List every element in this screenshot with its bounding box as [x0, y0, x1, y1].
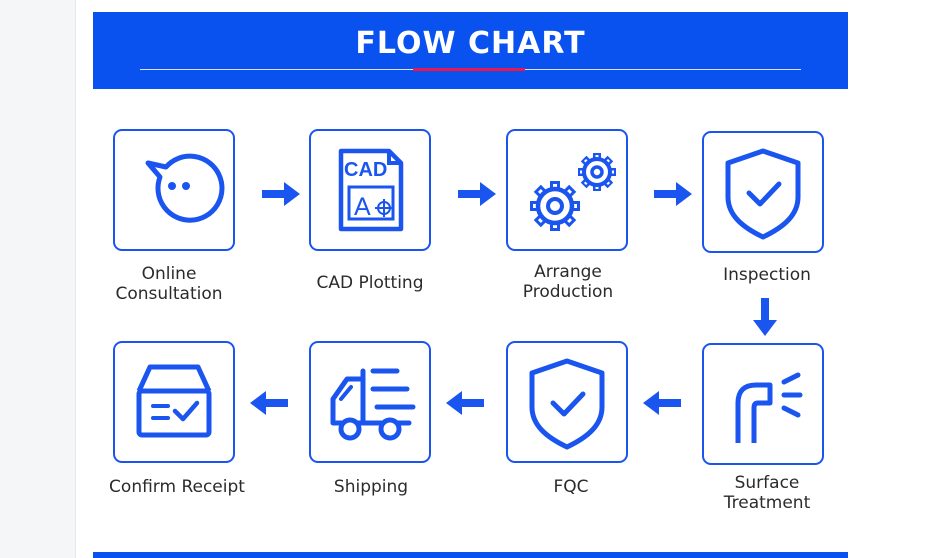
bottom-banner-edge	[93, 552, 848, 558]
delivery-truck-icon	[330, 368, 416, 441]
step-label-fqc: FQC	[553, 477, 589, 497]
step-arrange-production	[506, 129, 628, 251]
arrow-left-icon	[643, 391, 681, 415]
arrow-right-icon	[262, 182, 300, 206]
left-gutter	[0, 0, 76, 558]
chat-bubble-icon	[145, 153, 225, 223]
label-line-1: Online	[141, 264, 197, 284]
step-label-inspection: Inspection	[723, 265, 811, 285]
step-confirm-receipt	[113, 341, 235, 463]
arrow-right-icon	[654, 182, 692, 206]
step-label-confirm-receipt: Confirm Receipt	[109, 477, 245, 497]
receipt-box-icon	[136, 364, 212, 438]
shield-check-icon	[725, 148, 801, 240]
cad-file-icon: CAD A	[338, 148, 404, 232]
label-line-2: Treatment	[723, 493, 811, 513]
step-label-cad-plotting: CAD Plotting	[316, 273, 424, 293]
title-banner: FLOW CHART	[93, 12, 848, 89]
step-label-online-consultation: Online Consultation	[84, 264, 254, 304]
label-line-1: Arrange	[534, 262, 602, 282]
page-title: FLOW CHART	[355, 26, 586, 61]
label-line-2: Production	[522, 282, 614, 302]
label-line-1: Surface	[734, 473, 800, 493]
step-fqc	[506, 341, 628, 463]
spray-nozzle-icon	[735, 372, 803, 443]
step-shipping	[309, 341, 431, 463]
arrow-left-icon	[446, 391, 484, 415]
cad-icon-letter: A	[354, 193, 371, 221]
step-surface-treatment	[702, 343, 824, 465]
shield-check-icon	[529, 358, 605, 450]
title-accent-bar	[413, 68, 525, 71]
step-label-arrange-production: Arrange Production	[483, 262, 653, 302]
arrow-right-icon	[458, 182, 496, 206]
arrow-down-icon	[753, 298, 777, 336]
step-inspection	[702, 131, 824, 253]
step-online-consultation	[113, 129, 235, 251]
arrow-left-icon	[250, 391, 288, 415]
label-line-2: Consultation	[115, 284, 223, 304]
step-label-shipping: Shipping	[333, 477, 409, 497]
cad-icon-text: CAD	[344, 159, 387, 181]
step-cad-plotting: CAD A	[309, 129, 431, 251]
gears-icon	[530, 153, 616, 231]
step-label-surface-treatment: Surface Treatment	[682, 473, 852, 513]
